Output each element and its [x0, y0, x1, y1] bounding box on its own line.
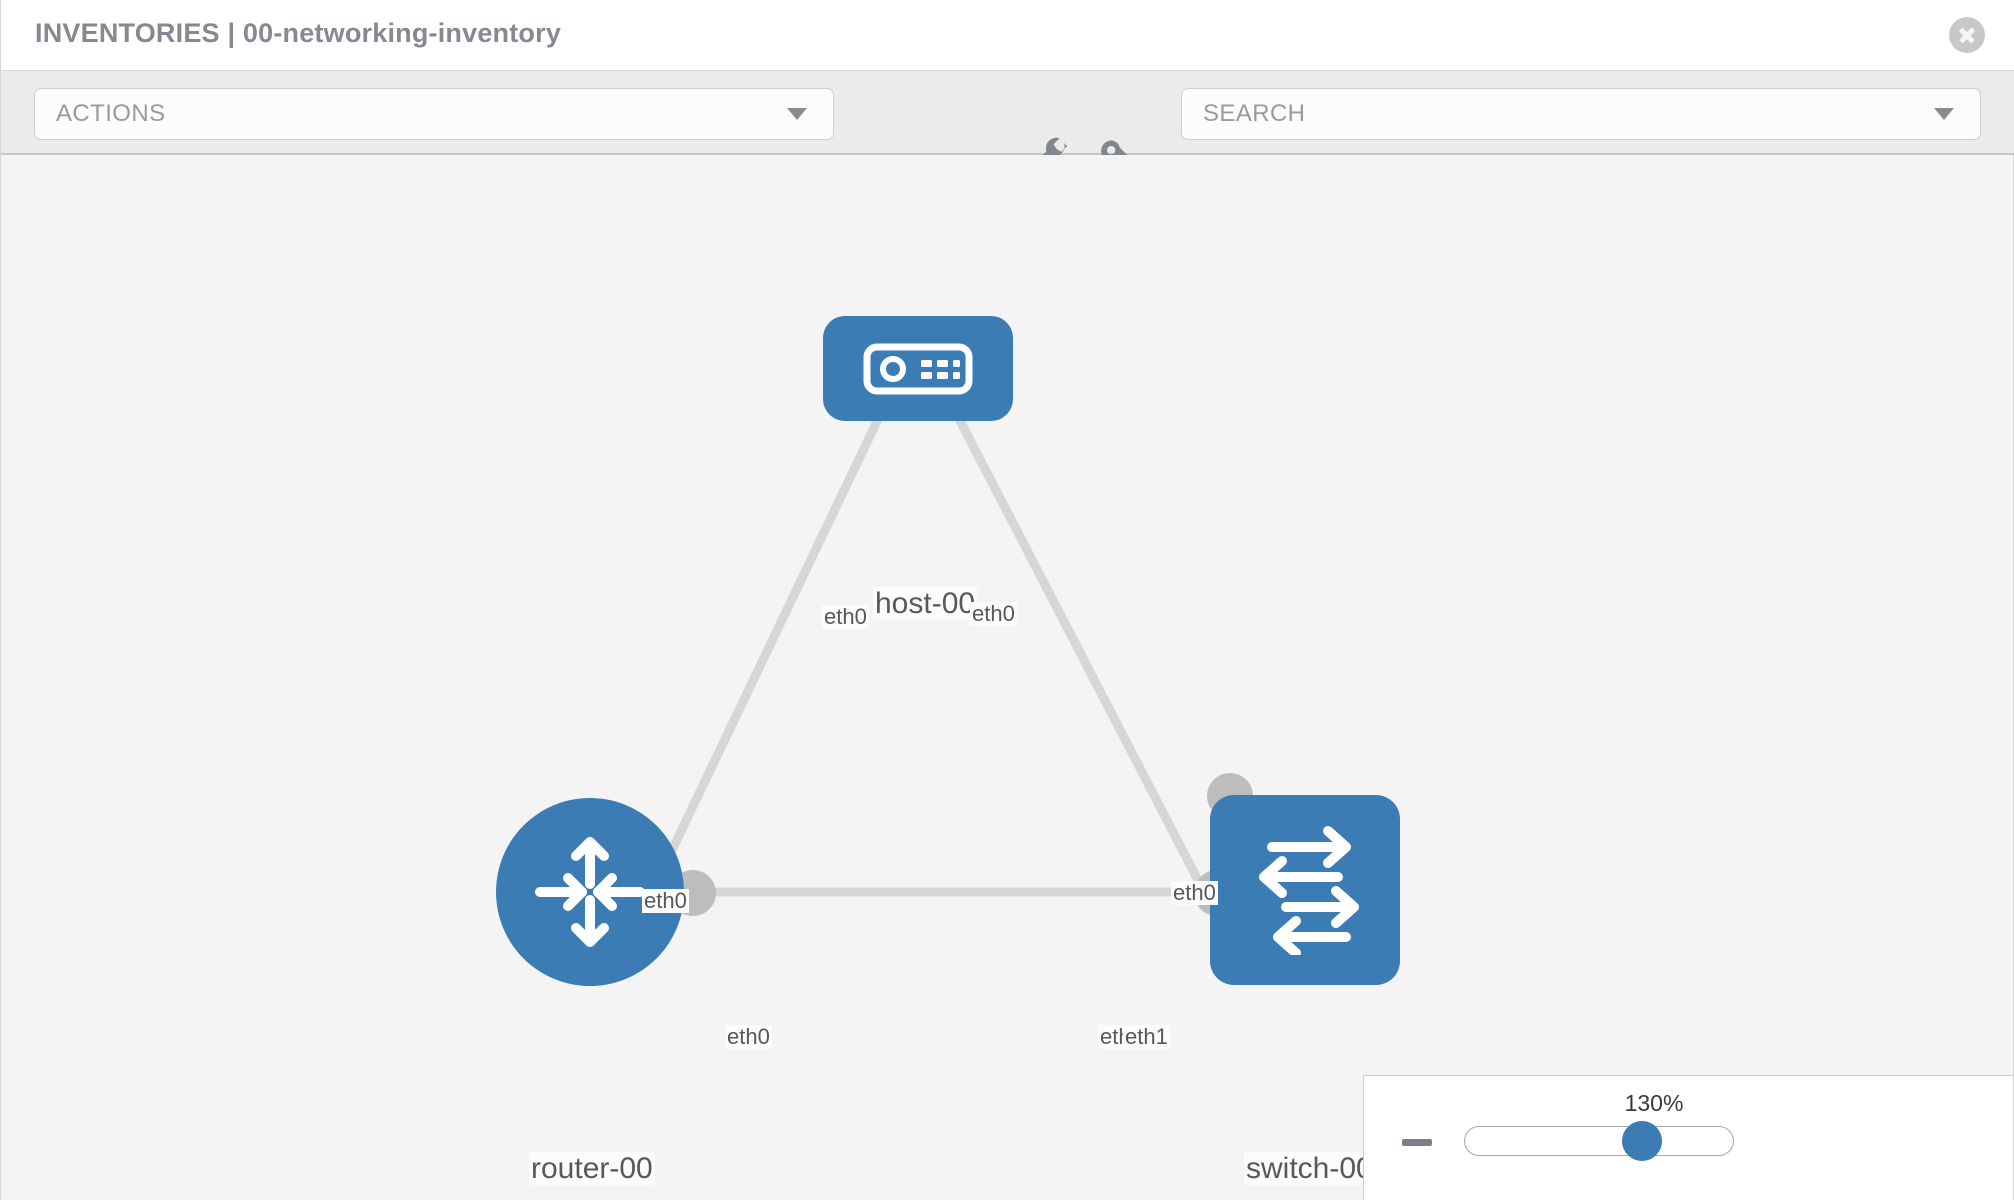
node-label-host-00: host-00: [873, 587, 978, 620]
interface-label-switch00-eth1: eth1: [1123, 1024, 1170, 1050]
interface-label-host00-eth0-left: eth0: [822, 604, 869, 630]
zoom-out-button[interactable]: [1402, 1139, 1432, 1146]
topology-links: [636, 410, 1220, 918]
router-arrows-icon: [535, 837, 645, 947]
zoom-control: 130%: [1363, 1075, 2013, 1200]
interface-label-router00-eth0-right: eth0: [725, 1024, 772, 1050]
link-host00-router00: [636, 411, 886, 917]
actions-dropdown-label: ACTIONS: [56, 100, 166, 127]
node-host-00[interactable]: [823, 316, 1013, 421]
interface-label-host00-eth0-right: eth0: [970, 601, 1017, 627]
chevron-down-icon: [1934, 108, 1954, 120]
search-dropdown[interactable]: SEARCH: [1181, 88, 1981, 140]
switch-arrows-icon: [1259, 826, 1359, 955]
search-input-placeholder: SEARCH: [1203, 100, 1306, 127]
node-label-switch-00: switch-00: [1244, 1152, 1375, 1185]
interface-label-switch00-eth0: eth0: [1171, 880, 1218, 906]
node-switch-00[interactable]: [1210, 795, 1400, 985]
zoom-slider-thumb[interactable]: [1622, 1121, 1662, 1161]
link-host00-switch00: [952, 410, 1220, 918]
page-title: INVENTORIES | 00-networking-inventory: [35, 18, 562, 48]
toolbar: ACTIONS SEARCH: [1, 70, 2014, 172]
node-label-router-00: router-00: [529, 1152, 655, 1185]
actions-dropdown[interactable]: ACTIONS: [34, 88, 834, 140]
server-icon: [863, 343, 973, 395]
topology-canvas[interactable]: host-00 eth0 eth0: [1, 155, 2013, 1200]
zoom-slider-track[interactable]: [1464, 1126, 1734, 1156]
interface-label-router00-eth0-up: eth0: [642, 888, 689, 914]
close-icon[interactable]: [1949, 17, 1985, 53]
chevron-down-icon: [787, 108, 807, 120]
zoom-percent-label: 130%: [1624, 1090, 1684, 1116]
window-titlebar: INVENTORIES | 00-networking-inventory: [1, 0, 2014, 70]
